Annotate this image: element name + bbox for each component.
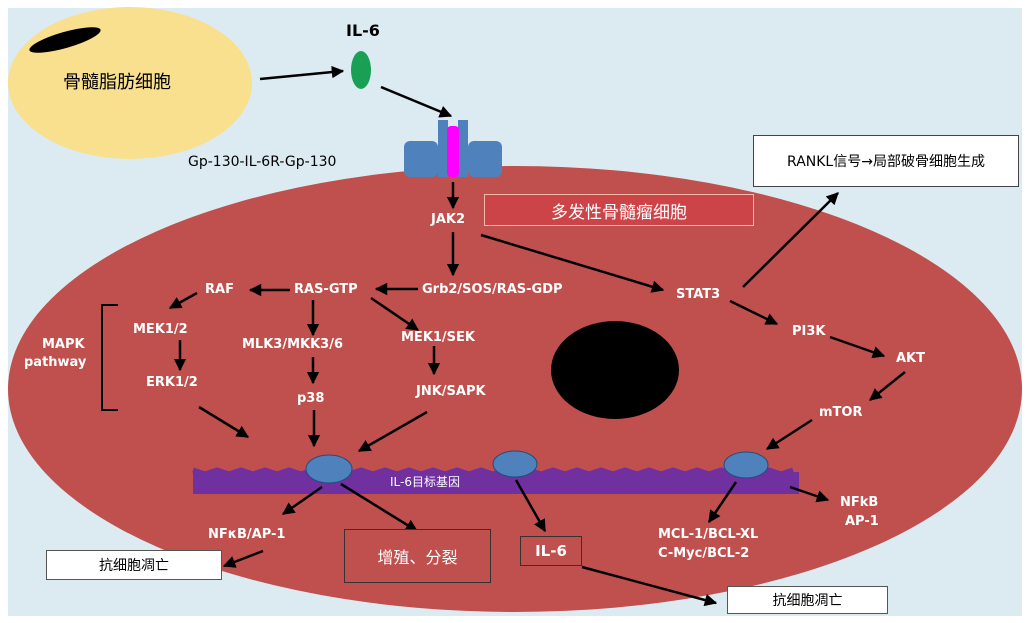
node-mtor: mTOR [819,405,863,420]
node-jak2: JAK2 [431,212,466,227]
arrow-erk12-to-dna [198,405,250,439]
nucleus [551,321,679,419]
node-p38: p38 [297,391,325,406]
arrow-dna-to-il6-out [514,479,547,533]
adipocyte-nucleus [29,27,101,53]
output-anti-apoptosis-left: 抗细胞凋亡 [46,550,222,580]
rankl-box: RANKL信号→局部破骨细胞生成 [753,135,1019,187]
arrow-dna-to-nfkb-left [281,485,323,516]
arrow-adipocyte-to-il6 [259,65,345,81]
dna-strand [193,450,799,494]
receptor-label: Gp-130-IL-6R-Gp-130 [188,154,337,170]
cell-title: 多发性骨髓瘤细胞 [484,194,754,226]
node-nfkb-right-line2: AP-1 [845,514,879,529]
arrow-mtor-to-dna [765,418,813,451]
node-mek1-sek: MEK1/SEK [401,330,476,345]
node-raf: RAF [205,282,234,297]
node-grb2: Grb2/SOS/RAS-GDP [422,282,563,297]
arrow-pi3k-to-akt [829,335,886,359]
node-erk12: ERK1/2 [146,375,198,390]
node-ras-gtp: RAS-GTP [294,282,358,297]
node-nfkb-ap1-left: NFκB/AP-1 [208,527,286,542]
arrow-dna-to-mcl [707,481,738,524]
node-nfkb-right-line1: NFkB [840,495,879,510]
adipocyte-label: 骨髓脂肪细胞 [63,72,171,93]
arrow-jak2-to-stat3 [480,233,665,293]
dna-target-genes-label: IL-6目标基因 [390,475,460,489]
il6-ligand [351,51,371,89]
mapk-pathway-line2: pathway [24,355,87,370]
node-akt: AKT [896,351,926,366]
output-il6: IL-6 [520,536,582,566]
il6-ligand-label: IL-6 [346,21,380,40]
arrow-jnk-to-dna [357,410,428,453]
output-anti-apoptosis-right: 抗细胞凋亡 [727,586,888,614]
mapk-pathway-line1: MAPK [42,337,85,352]
node-mek12: MEK1/2 [133,322,188,337]
arrow-nfkb-to-anti-apoptosis-left [222,549,264,568]
arrow-il6-out-to-anti-apoptosis-right [581,565,718,607]
myeloma-cell [8,166,1022,612]
output-proliferation: 增殖、分裂 [344,529,491,583]
receptor-complex [404,120,502,177]
node-mcl-line1: MCL-1/BCL-XL [658,527,759,542]
arrow-akt-to-mtor [869,371,906,401]
arrow-rasgtp-to-mek1sek [370,296,420,332]
arrow-stat3-to-rankl [742,192,839,288]
arrow-stat3-to-pi3k [729,299,779,326]
node-stat3: STAT3 [676,287,721,302]
arrow-dna-to-proliferation [340,482,419,533]
node-mcl-line2: C-Myc/BCL-2 [658,546,750,561]
node-pi3k: PI3K [792,324,826,339]
node-jnk-sapk: JNK/SAPK [416,384,486,399]
arrow-dna-to-nfkb-right [789,485,830,503]
arrow-il6-to-receptor [380,85,453,118]
arrow-raf-to-mek12 [168,291,198,310]
node-mlk3: MLK3/MKK3/6 [242,337,344,352]
mapk-bracket [101,304,118,411]
